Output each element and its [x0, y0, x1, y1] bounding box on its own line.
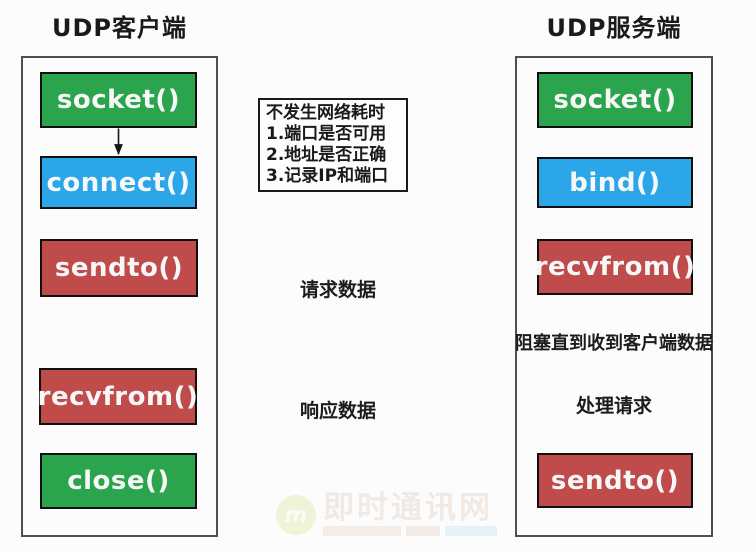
server-frame: [515, 56, 713, 537]
connect-annotation-note: 不发生网络耗时 1.端口是否可用 2.地址是否正确 3.记录IP和端口: [258, 98, 408, 192]
watermark-logo-icon: m: [276, 495, 316, 535]
server-bind-box: bind(): [537, 157, 693, 208]
annotation-line: 不发生网络耗时: [266, 103, 385, 123]
watermark-text: 即时通讯网: [323, 490, 493, 526]
watermark-subtext-block: [406, 526, 440, 536]
server-sendto-box: sendto(): [537, 453, 693, 508]
server-blocking-label: 阻塞直到收到客户端数据: [515, 333, 713, 354]
server-recvfrom-box: recvfrom(): [535, 239, 695, 295]
client-socket-box: socket(): [40, 72, 197, 128]
request-data-label: 请求数据: [299, 279, 376, 301]
watermark-subtext-block: [445, 526, 497, 536]
client-sendto-box: sendto(): [40, 239, 198, 297]
client-column-title: UDP客户端: [52, 14, 187, 42]
watermark-subtext-blocks: [323, 526, 497, 536]
client-recvfrom-box: recvfrom(): [38, 368, 198, 425]
annotation-line: 3.记录IP和端口: [266, 166, 389, 186]
client-frame: [21, 56, 218, 537]
server-process-label: 处理请求: [575, 395, 652, 417]
server-column-title: UDP服务端: [546, 14, 682, 42]
server-socket-box: socket(): [537, 72, 693, 128]
annotation-line: 1.端口是否可用: [266, 124, 387, 144]
watermark: m 即时通讯网: [276, 491, 497, 536]
watermark-subtext-block: [323, 526, 401, 536]
annotation-line: 2.地址是否正确: [266, 145, 387, 165]
response-data-label: 响应数据: [299, 400, 376, 422]
client-connect-box: connect(): [40, 156, 197, 209]
client-close-box: close(): [40, 453, 197, 509]
